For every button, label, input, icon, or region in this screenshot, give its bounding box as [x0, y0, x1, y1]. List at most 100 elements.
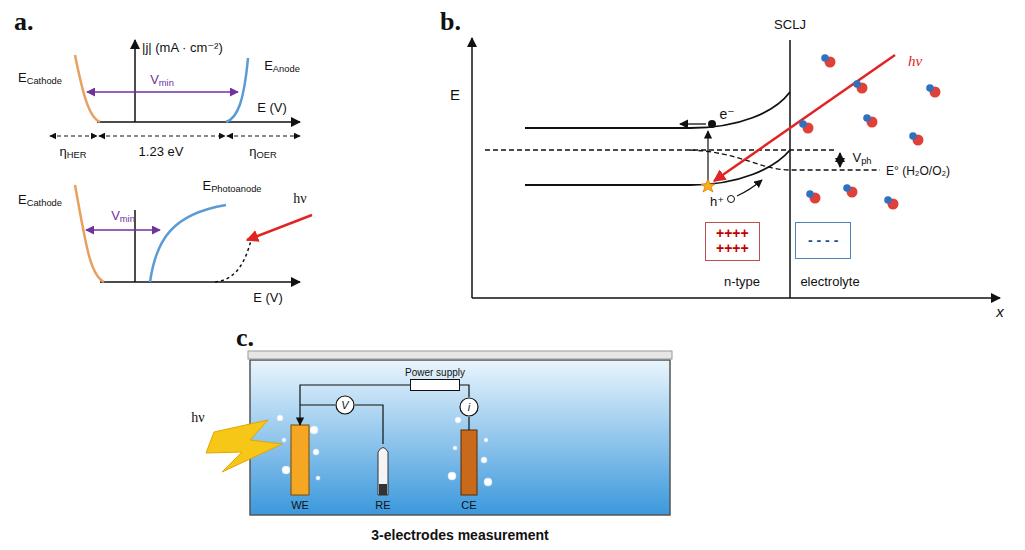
- electron-arrow: [680, 123, 706, 124]
- curve-label: ECathode: [18, 71, 62, 86]
- bubble: [484, 478, 492, 486]
- water-molecule: [863, 114, 877, 127]
- hydrogen-atom: [853, 80, 861, 88]
- bubble: [313, 449, 319, 455]
- panel-letter: a.: [14, 7, 34, 37]
- hydrogen-atom: [926, 84, 934, 92]
- region-label: n-type: [724, 275, 760, 290]
- water-molecule: [926, 84, 940, 97]
- subscript: OER: [256, 150, 276, 160]
- absorption-star: [701, 179, 715, 192]
- device-label: Power supply: [405, 367, 465, 378]
- bubble: [277, 415, 283, 421]
- electrode-label: WE: [291, 499, 309, 512]
- vmin-arrow: [86, 229, 160, 231]
- bubble: [455, 417, 461, 423]
- hydrogen-atom: [909, 132, 917, 140]
- anode-curve: [226, 58, 248, 122]
- meter-symbol: i: [459, 397, 479, 417]
- water-molecule: [884, 196, 898, 209]
- light-arrow: [247, 215, 312, 240]
- figure-caption: 3-electrodes measurement: [371, 527, 548, 543]
- fermi-level: [485, 149, 835, 150]
- junction-label: SCLJ: [774, 18, 806, 33]
- light-label: hν: [191, 410, 204, 426]
- text-part: E: [202, 178, 211, 193]
- bubble: [453, 446, 457, 450]
- energy-label: 1.23 eV: [139, 145, 184, 160]
- range-arrow: [227, 136, 300, 137]
- electrode-label: RE: [375, 499, 390, 512]
- hydrogen-atom: [799, 120, 807, 128]
- text-part: V: [150, 72, 159, 87]
- subscript: ph: [861, 156, 871, 166]
- hydrogen-atom: [863, 114, 871, 122]
- subscript: min: [120, 214, 135, 224]
- overpotential-label: ηOER: [249, 145, 276, 160]
- axis: [97, 121, 300, 123]
- bubble: [310, 426, 318, 434]
- hydrogen-atom: [806, 190, 814, 198]
- water-molecule: [799, 120, 813, 133]
- band-diagram: [472, 38, 1000, 298]
- light-label: hν: [908, 53, 922, 70]
- text-part: E: [264, 58, 273, 73]
- conduction-band: [525, 92, 790, 128]
- junction-line: [789, 40, 791, 298]
- voltage-label: Vmin: [150, 73, 174, 88]
- axis: [472, 297, 1000, 299]
- overpotential-label: ηHER: [60, 145, 87, 160]
- curve-label: ECathode: [18, 193, 62, 208]
- axis-label: x: [996, 303, 1004, 320]
- wire: [300, 404, 335, 405]
- light-arrow: [714, 55, 895, 181]
- meter-symbol: V: [335, 395, 355, 415]
- water-molecule: [853, 80, 867, 93]
- axis-label: E (V): [257, 101, 287, 116]
- axis: [134, 40, 136, 122]
- redox-level: [690, 150, 880, 170]
- range-arrow: [99, 136, 225, 137]
- subscript: min: [159, 78, 174, 88]
- photovoltage-arrow: [839, 153, 841, 167]
- bubble: [484, 438, 488, 442]
- charge-box: - - - -: [795, 222, 851, 259]
- meter-circle: [460, 398, 478, 416]
- region-label: electrolyte: [800, 275, 859, 290]
- hydrogen-atom: [821, 54, 829, 62]
- hole-arrow: [737, 180, 762, 196]
- hole-symbol: [728, 196, 735, 203]
- text-part: η: [60, 144, 67, 159]
- light-bolt: [206, 420, 282, 472]
- cathode-curve: [75, 55, 100, 122]
- dark-curve: [215, 236, 252, 282]
- electrolyte-bath: [250, 360, 670, 515]
- hydrogen-atom: [884, 196, 892, 204]
- subscript: Photoanode: [211, 184, 261, 194]
- charge-signs: ++++ ++++: [716, 226, 749, 257]
- cell-lid: [248, 351, 672, 359]
- subscript: HER: [67, 150, 87, 160]
- water-molecule: [821, 54, 835, 67]
- water-molecule: [843, 184, 857, 197]
- curve-label: EPhotoanode: [202, 179, 261, 194]
- subscript: Cathode: [27, 198, 62, 208]
- photoanode-curve: [150, 205, 226, 282]
- vmin-arrow: [87, 91, 238, 93]
- voltage-label: Vmin: [111, 209, 135, 224]
- bubble: [481, 457, 487, 463]
- wire: [460, 385, 469, 397]
- water-molecule: [806, 190, 820, 203]
- range-arrow: [50, 136, 97, 137]
- jv-plot-upper: [50, 40, 300, 136]
- wire: [355, 405, 383, 444]
- curve-label: EAnode: [264, 59, 300, 74]
- jv-plot-lower: [75, 185, 312, 282]
- panel-letter: b.: [440, 7, 461, 37]
- reference-tip: [379, 484, 387, 495]
- reference-electrode: [378, 448, 388, 496]
- bubble: [282, 466, 290, 474]
- bubble: [282, 438, 286, 442]
- axis-label: E (V): [253, 291, 283, 306]
